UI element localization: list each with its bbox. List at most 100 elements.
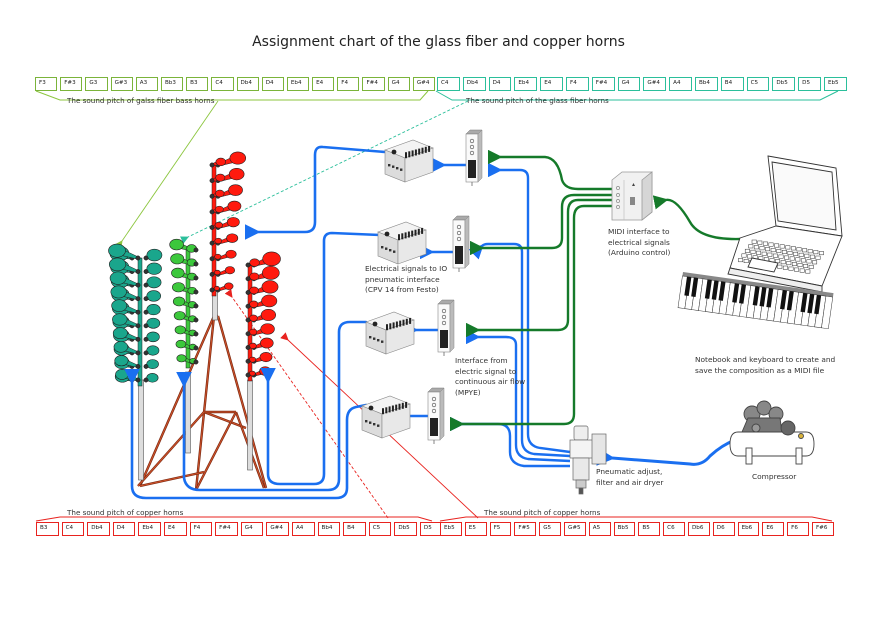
red-horn-tower-tall [209, 151, 247, 297]
horn [209, 285, 220, 293]
filter-label: Pneumatic adjust, filter and air dryer [596, 467, 664, 487]
horn [114, 355, 141, 369]
horn [245, 370, 256, 378]
note-cell: Bb3 [160, 77, 184, 91]
black-key [766, 288, 774, 308]
laptop-key [797, 263, 803, 267]
cpv-terminals [361, 139, 434, 439]
note-cell: G5 [539, 522, 561, 536]
black-key [704, 279, 712, 299]
laptop-key [796, 247, 802, 252]
note-cell: Bb5 [613, 522, 636, 536]
copper-high-group-label: The sound pitch of copper horns [484, 508, 601, 517]
laptop-key [765, 247, 771, 252]
horn [143, 304, 161, 316]
black-key [691, 277, 699, 297]
laptop-key [800, 258, 806, 263]
laptop-key [802, 248, 808, 253]
note-cell: A4 [291, 522, 315, 536]
note-cell: C4 [61, 522, 85, 536]
horn [209, 173, 226, 184]
notebook [727, 155, 843, 293]
note-cell: Eb4 [138, 522, 161, 536]
laptop-key [759, 246, 765, 251]
horn [188, 343, 199, 351]
laptop-key [793, 251, 799, 256]
laptop-key [784, 255, 790, 260]
laptop-key [781, 250, 787, 254]
note-cell: E5 [464, 522, 487, 536]
black-key [684, 276, 692, 297]
black-key [732, 283, 740, 303]
laptop-key [779, 244, 785, 249]
horn [143, 262, 162, 275]
note-cell: B5 [638, 522, 661, 536]
laptop-key [818, 251, 824, 256]
note-cell: G#4 [266, 522, 289, 536]
note-cell: F#3 [60, 77, 83, 91]
note-cell: G#4 [412, 77, 435, 91]
note-cell: D4 [488, 77, 512, 91]
laptop-key [809, 254, 815, 259]
note-cell: F6 [787, 522, 809, 536]
horn [112, 313, 141, 329]
horn [143, 345, 160, 356]
horn [245, 356, 257, 364]
laptop-key [782, 265, 788, 270]
black-key [718, 281, 726, 301]
note-cell: B4 [343, 522, 366, 536]
note-cell: A5 [588, 522, 611, 536]
note-cell: G4 [240, 522, 264, 536]
horn [251, 337, 274, 350]
green-horn-tower [169, 238, 199, 369]
horn [188, 329, 199, 337]
note-cell: G#5 [563, 522, 586, 536]
laptop-key [744, 248, 750, 253]
bass-fiber-bracket [35, 90, 429, 101]
cpv-valve-terminal [377, 221, 427, 265]
bass-fiber-group-label: The sound pitch of galss fiber bass horn… [67, 96, 215, 105]
black-key [786, 291, 794, 311]
horn [187, 286, 199, 295]
laptop-key [790, 246, 796, 251]
air-lines [124, 145, 387, 500]
note-cell: C4 [211, 77, 234, 91]
horn [108, 243, 141, 261]
note-cell: Db4 [462, 77, 486, 91]
horn [143, 276, 162, 289]
laptop-key [738, 258, 744, 263]
horn [113, 341, 141, 356]
note-cell: F4 [189, 522, 213, 536]
horn [143, 317, 161, 329]
note-cell: F4 [565, 77, 589, 91]
laptop-key [767, 252, 773, 257]
horn [112, 327, 141, 342]
tower-pole [138, 379, 144, 481]
note-cell: B3 [36, 522, 59, 536]
compressor-filter-link [596, 438, 736, 466]
laptop-key [770, 248, 776, 253]
horn [188, 315, 199, 323]
note-cell: F5 [489, 522, 512, 536]
red-horn-tower-short [245, 251, 281, 382]
midi-label: MIDI interface to electrical signals (Ar… [608, 227, 671, 257]
copper-low-group-label: The sound pitch of copper horns [67, 508, 184, 517]
tower-tripod [137, 314, 268, 491]
note-cell: E4 [163, 522, 187, 536]
note-cell: A4 [669, 77, 692, 91]
horn [245, 258, 260, 268]
cpv-valve-terminal [365, 311, 415, 355]
laptop-key [747, 254, 753, 259]
teal-horn-tower [108, 243, 163, 387]
laptop-key [761, 251, 767, 256]
note-cell: F3 [35, 77, 58, 91]
keyboard-top [682, 272, 834, 298]
horn [245, 328, 258, 337]
note-cell: E4 [312, 77, 335, 91]
laptop-key [815, 255, 821, 260]
laptop-key [774, 243, 780, 248]
horn [245, 314, 258, 323]
compressor-label: Compressor [752, 472, 797, 481]
note-cell: E4 [540, 77, 563, 91]
